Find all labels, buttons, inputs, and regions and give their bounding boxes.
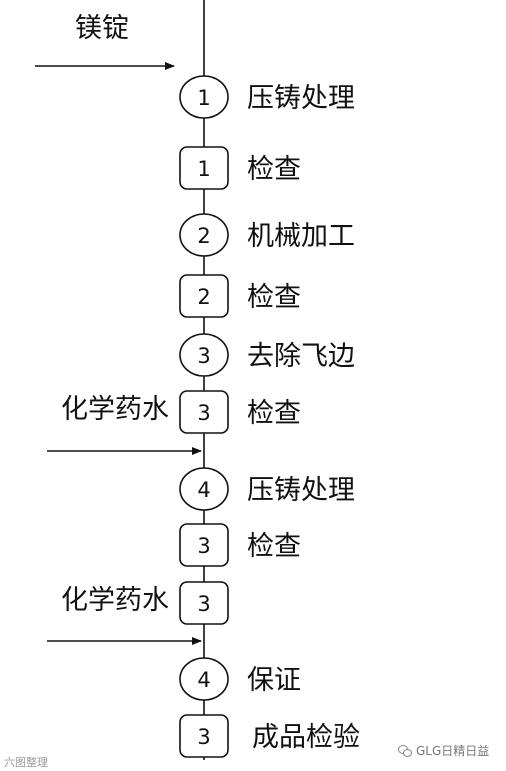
inspection-box bbox=[179, 146, 229, 190]
step-number: 4 bbox=[197, 478, 210, 502]
step-label: 检查 bbox=[247, 282, 301, 313]
operation-step: 1 压铸处理 bbox=[179, 75, 355, 119]
step-number: 2 bbox=[197, 224, 210, 248]
inspection-step: 3 成品检验 bbox=[179, 714, 360, 758]
inspection-box bbox=[179, 274, 229, 318]
step-number: 2 bbox=[197, 285, 210, 309]
step-number: 3 bbox=[197, 534, 210, 558]
step-number: 3 bbox=[197, 592, 210, 616]
watermark-left: 六图整理 bbox=[4, 756, 48, 769]
operation-step: 4 保证 bbox=[179, 657, 301, 701]
inspection-box bbox=[179, 523, 229, 567]
step-label: 检查 bbox=[247, 154, 301, 185]
inspection-step: 3 检查 bbox=[179, 390, 301, 434]
step-label: 保证 bbox=[247, 665, 301, 696]
wechat-icon bbox=[398, 744, 412, 757]
inspection-step: 2 检查 bbox=[179, 274, 301, 318]
step-label: 检查 bbox=[247, 398, 301, 429]
step-label: 成品检验 bbox=[252, 722, 360, 753]
step-label: 检查 bbox=[247, 531, 301, 562]
operation-step: 3 去除飞边 bbox=[179, 333, 355, 377]
step-label: 压铸处理 bbox=[247, 83, 355, 114]
inspection-step: 1 检查 bbox=[179, 146, 301, 190]
input-label: 化学药水 bbox=[61, 585, 169, 616]
step-number: 3 bbox=[197, 401, 210, 425]
step-number: 1 bbox=[197, 157, 210, 181]
input-label: 镁锭 bbox=[75, 13, 129, 44]
operation-circle bbox=[179, 75, 229, 119]
operation-step: 4 压铸处理 bbox=[179, 467, 355, 511]
operation-circle bbox=[179, 467, 229, 511]
step-number: 3 bbox=[197, 344, 210, 368]
watermark-right: GLG日精日益 bbox=[398, 742, 489, 759]
operation-circle bbox=[179, 333, 229, 377]
step-label: 去除飞边 bbox=[247, 341, 355, 372]
operation-step: 2 机械加工 bbox=[179, 213, 355, 257]
operation-circle bbox=[179, 213, 229, 257]
step-label: 压铸处理 bbox=[247, 475, 355, 506]
inspection-box bbox=[179, 581, 229, 625]
step-number: 1 bbox=[197, 86, 210, 110]
inspection-box bbox=[179, 714, 229, 758]
inspection-step: 3 检查 bbox=[179, 523, 301, 567]
operation-circle bbox=[179, 657, 229, 701]
inspection-step: 3 bbox=[179, 581, 229, 625]
watermark-right-text: GLG日精日益 bbox=[416, 744, 490, 758]
step-label: 机械加工 bbox=[247, 221, 355, 252]
inspection-box bbox=[179, 390, 229, 434]
step-number: 4 bbox=[197, 668, 210, 692]
step-number: 3 bbox=[197, 725, 210, 749]
input-label: 化学药水 bbox=[61, 394, 169, 425]
